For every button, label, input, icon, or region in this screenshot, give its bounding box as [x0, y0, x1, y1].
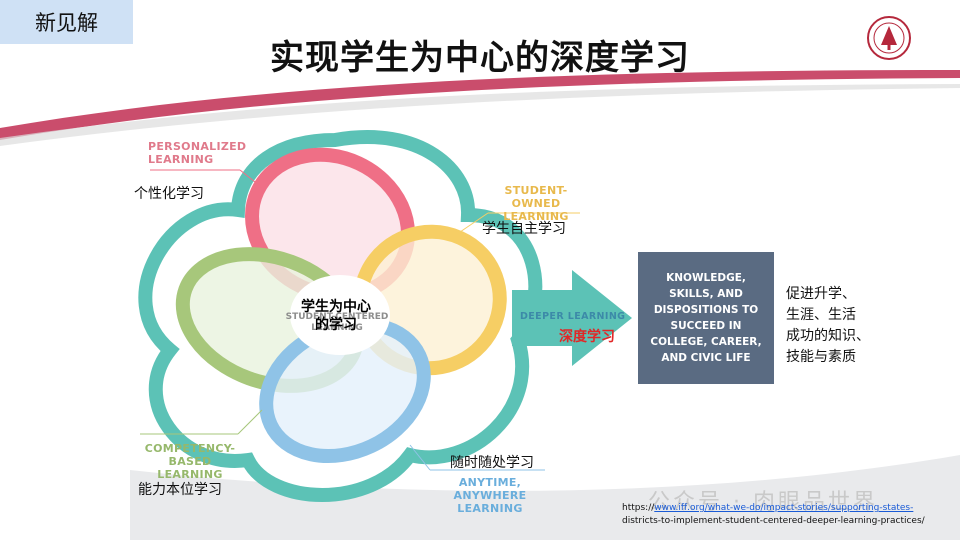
deeper-learning-arrow	[512, 270, 632, 366]
source-link[interactable]: www.iff.org/what-we-do/impact-stories/su…	[654, 503, 914, 513]
center-label-cn: 学生为中心 的学习	[301, 299, 371, 333]
outcome-box-text: KNOWLEDGE, SKILLS, AND DISPOSITIONS TO S…	[650, 272, 762, 364]
source-citation: https://www.iff.org/what-we-do/impact-st…	[622, 502, 925, 528]
competency-label-en: COMPETENCY- BASED LEARNING	[144, 442, 236, 481]
source-prefix: https://	[622, 503, 655, 513]
source-line2: districts-to-implement-student-centered-…	[622, 516, 925, 526]
deeper-learning-label-en: DEEPER LEARNING	[520, 311, 626, 322]
section-tag: 新见解	[0, 0, 133, 44]
outcome-box: KNOWLEDGE, SKILLS, AND DISPOSITIONS TO S…	[638, 252, 774, 384]
anytime-label-en: ANYTIME, ANYWHERE LEARNING	[453, 476, 527, 515]
personalized-label-en: PERSONALIZED LEARNING	[148, 140, 247, 166]
student-owned-label-en: STUDENT-OWNED LEARNING	[503, 184, 569, 223]
watermark: 公众号 · 肉眼品世界	[648, 490, 878, 515]
personalized-label-cn: 个性化学习	[134, 186, 204, 202]
outcome-description: 促进升学、 生涯、生活 成功的知识、 技能与素质	[786, 286, 870, 365]
student-owned-label-cn: 学生自主学习	[482, 221, 566, 237]
university-seal-icon	[867, 16, 911, 60]
center-label-en: STUDENT-CENTERED LEARNING	[285, 312, 389, 333]
anytime-label-cn: 随时随处学习	[450, 455, 534, 471]
deeper-learning-label-cn: 深度学习	[559, 329, 615, 345]
slide-title: 实现学生为中心的深度学习	[270, 38, 690, 78]
competency-label-cn: 能力本位学习	[138, 482, 222, 498]
center-area	[290, 275, 390, 355]
